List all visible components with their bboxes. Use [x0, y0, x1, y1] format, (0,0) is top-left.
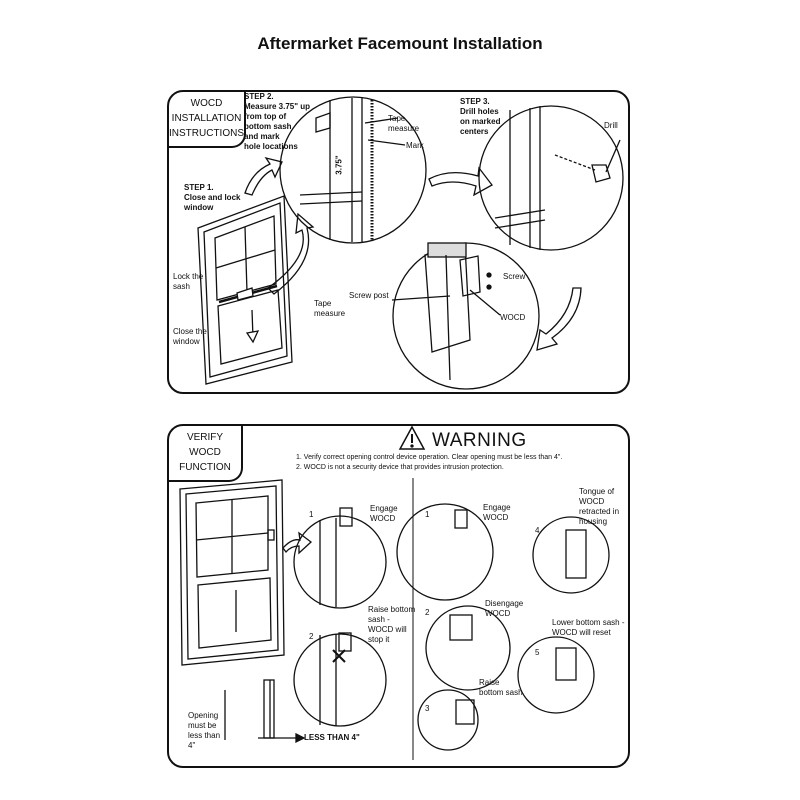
tab-line: INSTALLATION [171, 113, 242, 124]
raise-bottom-label: Raise bottom sash [479, 678, 523, 697]
engage-label: Engage WOCD [370, 504, 398, 523]
warning-line: 2. WOCD is not a security device that pr… [296, 464, 504, 471]
step3-text: STEP 3. Drill holes on marked centers [460, 97, 501, 136]
page-title: Aftermarket Facemount Installation [257, 34, 543, 53]
opening-label: Opening must be less than 4" [188, 711, 221, 750]
tape-measure-label: Tape measure [388, 114, 420, 133]
screw-post-label: Screw post [349, 291, 389, 300]
step-number: 5 [535, 648, 540, 657]
step2-text: STEP 2. Measure 3.75" up from top of bot… [244, 92, 311, 151]
tab-line: FUNCTION [179, 462, 231, 473]
installation-panel: WOCD INSTALLATION INSTRUCTIONS [167, 90, 630, 394]
screw-label: Screw [503, 272, 526, 281]
lower-reset-label: Lower bottom sash - WOCD will reset [552, 618, 625, 637]
step-number: 4 [535, 526, 540, 535]
tab-line: INSTRUCTIONS [169, 128, 244, 139]
tab-line: VERIFY [186, 432, 224, 443]
less-than-label: LESS THAN 4" [304, 733, 360, 742]
tape-measure-label: Tape measure [314, 299, 346, 318]
step-number: 1 [425, 510, 430, 519]
raise-stop-label: Raise bottom sash - WOCD will stop it [368, 605, 416, 644]
close-window-label: Close the window [173, 327, 207, 346]
step-number: 2 [309, 632, 314, 641]
installation-tab: WOCD INSTALLATION INSTRUCTIONS [169, 92, 246, 148]
verify-tab: VERIFY WOCD FUNCTION [169, 426, 243, 482]
engage-label: Engage WOCD [483, 503, 511, 522]
tongue-label: Tongue of WOCD retracted in housing [579, 487, 620, 526]
step-number: 2 [425, 608, 430, 617]
step1-text: STEP 1. Close and lock window [184, 183, 241, 212]
tab-line: WOCD [189, 447, 221, 458]
measurement-label: 3.75" [334, 155, 344, 175]
drill-label: Drill [604, 121, 618, 130]
step-number: 1 [309, 510, 314, 519]
disengage-label: Disengage WOCD [485, 599, 524, 618]
lock-sash-label: Lock the sash [173, 272, 204, 291]
verify-panel: VERIFY WOCD FUNCTION [167, 424, 630, 768]
warning-line: 1. Verify correct opening control device… [296, 454, 563, 461]
step-number: 3 [425, 704, 430, 713]
wocd-label: WOCD [500, 313, 526, 322]
warning-title: WARNING [432, 430, 527, 451]
mark-label: Mark [406, 141, 424, 150]
tab-line: WOCD [190, 98, 223, 109]
